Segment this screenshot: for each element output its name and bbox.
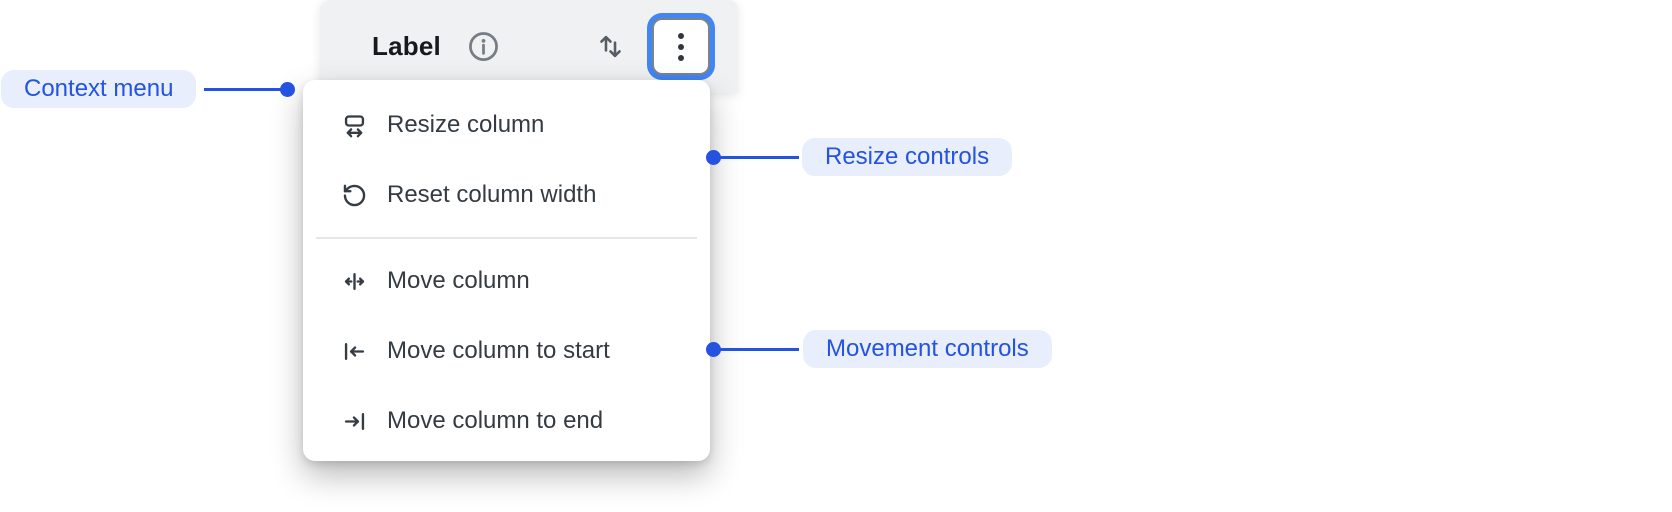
menu-item-reset-column-width[interactable]: Reset column width: [303, 160, 710, 230]
connector-line: [713, 348, 799, 351]
kebab-menu-button[interactable]: [652, 18, 710, 75]
move-to-end-icon: [341, 408, 368, 435]
move-column-icon: [341, 268, 368, 295]
column-context-menu: Resize column Reset column width Move co…: [303, 80, 710, 461]
kebab-dot: [678, 32, 684, 39]
column-title: Label: [372, 31, 441, 61]
resize-column-icon: [341, 112, 368, 139]
connector-dot: [280, 82, 295, 97]
kebab-dot: [678, 43, 684, 50]
menu-item-move-column[interactable]: Move column: [303, 246, 710, 316]
menu-item-label: Move column to start: [387, 337, 610, 364]
info-icon[interactable]: [467, 30, 500, 63]
connector-line: [204, 88, 283, 91]
annotation-movement-controls: Movement controls: [803, 330, 1052, 368]
menu-item-move-column-to-start[interactable]: Move column to start: [303, 316, 710, 386]
menu-item-label: Move column: [387, 267, 530, 294]
connector-line: [713, 156, 799, 159]
annotation-resize-controls: Resize controls: [802, 138, 1013, 176]
menu-item-move-column-to-end[interactable]: Move column to end: [303, 386, 710, 456]
menu-item-label: Reset column width: [387, 181, 597, 208]
sort-arrows-icon[interactable]: [595, 31, 626, 62]
menu-divider: [316, 237, 697, 239]
menu-item-label: Resize column: [387, 111, 545, 138]
move-to-start-icon: [341, 338, 368, 365]
column-header: Label: [320, 0, 738, 93]
reset-column-width-icon: [341, 182, 368, 209]
annotation-context-menu: Context menu: [1, 70, 197, 108]
kebab-dot: [678, 54, 684, 61]
menu-item-resize-column[interactable]: Resize column: [303, 90, 710, 160]
menu-item-label: Move column to end: [387, 407, 604, 434]
